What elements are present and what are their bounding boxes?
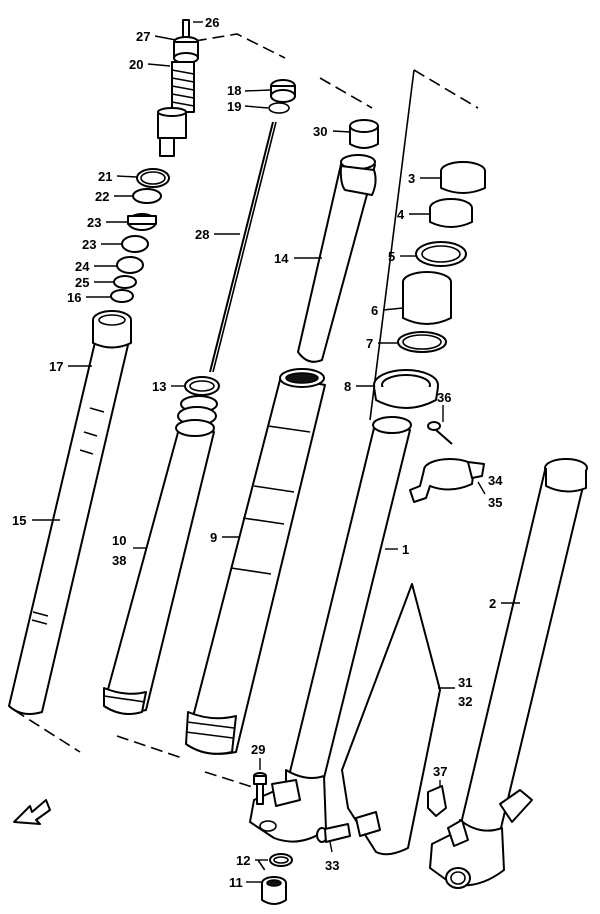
- leader-lines: [32, 21, 520, 883]
- label-21: 21: [98, 169, 112, 184]
- label-37: 37: [433, 764, 447, 779]
- label-19: 19: [227, 99, 241, 114]
- label-29: 29: [251, 742, 265, 757]
- label-11: 11: [229, 875, 243, 890]
- label-14: 14: [274, 251, 289, 266]
- label-28: 28: [195, 227, 209, 242]
- label-8: 8: [344, 379, 351, 394]
- label-26: 26: [205, 15, 219, 30]
- label-33: 33: [325, 858, 339, 873]
- part-8-oil-seal: [373, 369, 439, 409]
- label-2: 2: [489, 596, 496, 611]
- label-15: 15: [12, 513, 26, 528]
- label-35: 35: [488, 495, 502, 510]
- part-37-bracket: [427, 785, 447, 817]
- part-10-38-inner-tube: [103, 395, 218, 715]
- label-5: 5: [388, 249, 395, 264]
- part-2-outer-leg-right: [429, 458, 588, 889]
- part-30-cap: [349, 119, 379, 149]
- part-36-bolt: [427, 421, 453, 445]
- label-24: 24: [75, 259, 90, 274]
- label-7: 7: [366, 336, 373, 351]
- label-4: 4: [397, 207, 405, 222]
- label-22: 22: [95, 189, 109, 204]
- label-23b: 23: [82, 237, 96, 252]
- label-17: 17: [49, 359, 63, 374]
- label-1: 1: [402, 542, 409, 557]
- label-23a: 23: [87, 215, 101, 230]
- label-25: 25: [75, 275, 89, 290]
- part-17-15-inner-tube-left: [8, 310, 132, 715]
- part-18-19-collar-clip: [268, 79, 296, 114]
- part-9-outer-tube: [185, 368, 326, 755]
- label-9: 9: [210, 530, 217, 545]
- label-34: 34: [488, 473, 503, 488]
- front-direction-arrow-icon: [13, 799, 51, 825]
- part-14-spacer-tube: [297, 154, 377, 363]
- label-36: 36: [437, 390, 451, 405]
- part-12-washer: [269, 853, 293, 867]
- label-32: 32: [458, 694, 472, 709]
- label-18: 18: [227, 83, 241, 98]
- label-16: 16: [67, 290, 81, 305]
- label-13: 13: [152, 379, 166, 394]
- part-number-labels: 26 27 20 18 19 30 3 4 5 6 7 8 21 22 23 2…: [12, 15, 503, 890]
- part-1-outer-leg: [249, 416, 412, 843]
- part-13-ring: [184, 376, 220, 396]
- parts-3-to-7-bushings-seals: [397, 161, 486, 353]
- part-33-bolt: [316, 823, 351, 843]
- label-30: 30: [313, 124, 327, 139]
- label-6: 6: [371, 303, 378, 318]
- label-12: 12: [236, 853, 250, 868]
- label-38: 38: [112, 553, 126, 568]
- part-34-35-clamp: [409, 458, 485, 503]
- part-20-damper-rod: [157, 61, 195, 157]
- label-31: 31: [458, 675, 472, 690]
- label-20: 20: [129, 57, 143, 72]
- part-26-27-cap-bolt: [173, 19, 199, 64]
- label-10: 10: [112, 533, 126, 548]
- label-27: 27: [136, 29, 150, 44]
- part-29-bolt: [253, 772, 267, 805]
- part-28-rod: [209, 121, 277, 373]
- parts-21-to-16-rings: [110, 168, 170, 303]
- label-3: 3: [408, 171, 415, 186]
- part-11-drain-plug: [261, 876, 287, 905]
- part-31-32-guard: [341, 583, 441, 856]
